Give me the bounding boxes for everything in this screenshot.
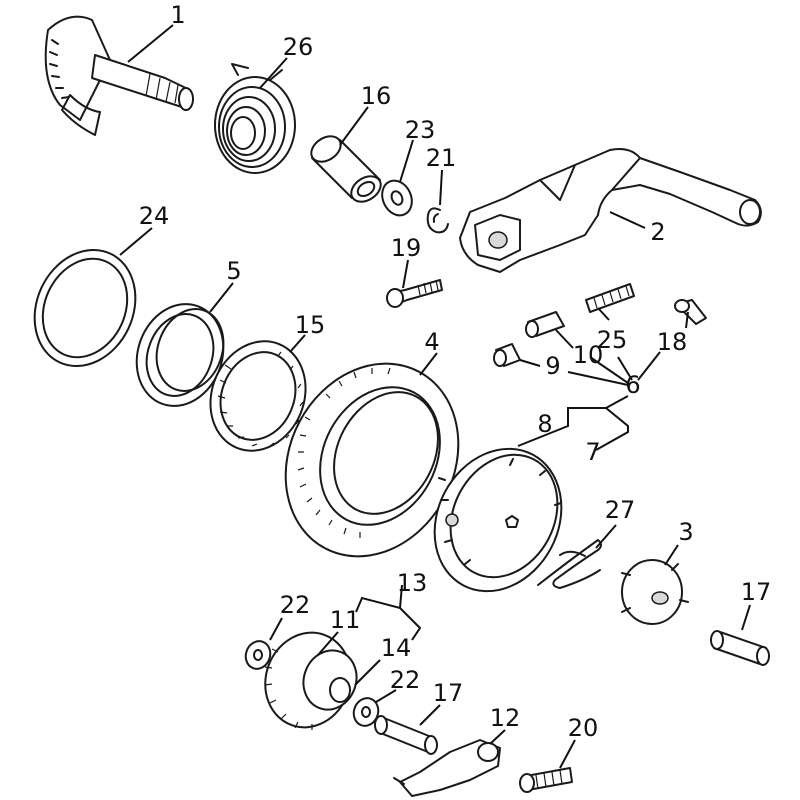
callout-13: 13 [396,569,428,597]
callout-23: 23 [404,116,436,144]
callout-17-lower: 17 [432,679,464,707]
callout-2: 2 [650,218,666,246]
part-7-clutch-drum [433,447,563,593]
callout-10: 10 [572,341,604,369]
callout-22-lower: 22 [389,666,421,694]
callout-24: 24 [138,202,170,230]
part-2-kick-lever [459,148,762,273]
leader-lines [119,24,751,769]
part-18-screw [674,299,707,325]
callout-16: 16 [360,82,392,110]
callout-5: 5 [226,257,242,285]
part-22-washer-upper [244,640,272,670]
callout-22-upper: 22 [279,591,311,619]
part-17-pin-upper [710,630,770,666]
callout-27: 27 [604,496,636,524]
part-22-washer-lower [352,697,380,727]
callout-15: 15 [294,311,326,339]
part-25-spring [585,283,635,313]
callout-7: 7 [585,438,601,466]
callout-9: 9 [545,352,561,380]
callout-19: 19 [390,234,422,262]
callout-18: 18 [656,328,688,356]
part-26-spring [214,63,296,174]
part-23-washer [381,179,413,217]
part-16-bushing [310,135,382,203]
callout-8: 8 [537,410,553,438]
callout-12: 12 [489,704,521,732]
part-20-bolt [519,767,573,793]
part-19-bolt [386,279,443,308]
part-11-drive-gear [264,631,358,730]
part-1-kickstart-shaft [44,15,194,136]
part-12-lever-arm [393,739,501,797]
part-24-ring [33,248,137,368]
callout-4: 4 [424,328,440,356]
callout-17-upper: 17 [740,578,772,606]
callout-3: 3 [678,518,694,546]
part-27-wire-spring [537,539,602,589]
part-21-circlip [426,207,449,234]
part-3-drive-hub [621,559,689,625]
callout-6: 6 [625,371,641,399]
part-10-pin [525,311,565,338]
callout-26: 26 [282,33,314,61]
part-9-plunger [493,343,521,367]
callout-11: 11 [329,606,361,634]
callout-1: 1 [170,1,186,29]
callout-25: 25 [596,326,628,354]
callout-20: 20 [567,714,599,742]
part-15-needle-bearing [209,340,307,452]
part-17-pin-lower [374,715,438,755]
callout-14: 14 [380,634,412,662]
callout-21: 21 [425,144,457,172]
